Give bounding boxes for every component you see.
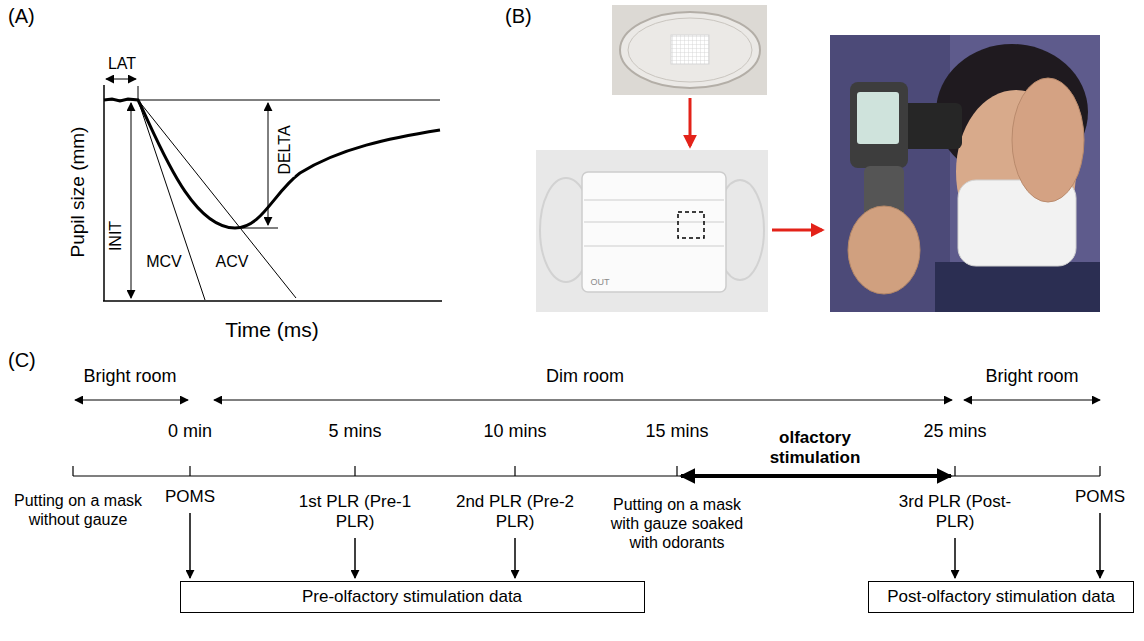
- data-box: Post-olfactory stimulation data: [868, 581, 1134, 613]
- room-span-arrow: [964, 400, 1100, 401]
- time-tick: [954, 466, 955, 476]
- room-span-arrow: [214, 400, 952, 401]
- step-label: POMS: [165, 487, 215, 507]
- measure-label: LAT: [108, 54, 136, 73]
- data-arrow: [514, 538, 516, 578]
- red-arrow: [689, 98, 692, 146]
- time-axis: [73, 475, 1100, 476]
- data-arrow: [954, 538, 956, 578]
- gauze: [671, 35, 709, 64]
- holding-hand: [848, 206, 920, 294]
- room-span-arrow: [75, 400, 188, 401]
- time-mark: 0 min: [168, 421, 212, 443]
- time-tick: [676, 466, 677, 476]
- init-arrow: [131, 103, 132, 298]
- box-text: Pre-olfactory stimulation data: [302, 587, 522, 607]
- measure-label: INIT: [106, 219, 125, 253]
- mask-pleat: [584, 245, 724, 247]
- timeline: [73, 400, 1100, 578]
- time-mark: 5 mins: [328, 421, 381, 443]
- petri-dish-photo: [612, 5, 767, 95]
- pupillometer-body: [850, 82, 908, 168]
- latency-arrow: [106, 79, 136, 80]
- data-box: Pre-olfactory stimulation data: [180, 581, 645, 613]
- time-tick: [72, 466, 73, 476]
- time-tick: [514, 466, 515, 476]
- measurement-photo: [830, 35, 1100, 312]
- latency-tick: [138, 86, 139, 100]
- panel-letter: (B): [505, 4, 532, 28]
- photo-ground: [612, 5, 767, 95]
- panel-letter: (C): [8, 348, 36, 372]
- petri-dish: [620, 12, 760, 88]
- acv-line: [138, 100, 296, 298]
- step-label: POMS: [1075, 487, 1125, 507]
- stimulation-span-arrow: [681, 474, 951, 478]
- time-mark: 15 mins: [645, 421, 708, 443]
- axis-title: Pupil size (mm): [67, 127, 90, 258]
- box-text: Post-olfactory stimulation data: [887, 587, 1115, 607]
- room-label: Bright room: [985, 366, 1078, 388]
- photo-ground: [536, 150, 768, 312]
- x-axis: [103, 300, 442, 302]
- plr-plot: [103, 79, 442, 301]
- measure-label: MCV: [144, 252, 184, 271]
- step-label: 3rd PLR (Post-PLR): [895, 492, 1015, 533]
- y-axis: [103, 85, 105, 301]
- panel-letter: (A): [8, 4, 35, 28]
- gauze-position-box: [678, 212, 704, 238]
- mask-pleat: [584, 199, 724, 201]
- data-arrow: [189, 513, 191, 578]
- pupillometer-screen: [857, 92, 899, 144]
- time-tick: [1099, 466, 1100, 476]
- red-arrow: [772, 229, 822, 232]
- shirt: [935, 262, 1100, 312]
- data-arrow: [354, 538, 356, 578]
- step-label: Putting on a mask with gauze soaked with…: [597, 495, 757, 553]
- room-label: Dim room: [546, 366, 624, 388]
- stimulation-label: olfactory stimulation: [759, 428, 871, 469]
- pupil-curve: [104, 99, 440, 228]
- photo-shade: [830, 35, 950, 312]
- time-tick: [189, 466, 190, 476]
- time-mark: 25 mins: [923, 421, 986, 443]
- room-label: Bright room: [83, 366, 176, 388]
- data-arrow: [1099, 513, 1101, 578]
- time-mark: 10 mins: [483, 421, 546, 443]
- step-label: 2nd PLR (Pre-2 PLR): [455, 492, 575, 533]
- photo-ground: [830, 35, 1100, 312]
- hand-over-eye: [1012, 78, 1084, 202]
- petri-dish-rim: [628, 18, 752, 82]
- mcv-tangent: [138, 100, 205, 300]
- axis-title: Time (ms): [225, 317, 319, 342]
- measure-label: DELTA: [275, 123, 294, 176]
- time-tick: [354, 466, 355, 476]
- mask-print: OUT: [591, 277, 610, 288]
- step-label: Putting on a mask without gauze: [8, 491, 148, 529]
- face-mask: [582, 172, 726, 292]
- measure-label: ACV: [214, 252, 251, 271]
- mask-pleat: [584, 221, 724, 223]
- step-label: 1st PLR (Pre-1 PLR): [295, 492, 415, 533]
- baseline: [104, 100, 440, 101]
- mask-photo: [536, 150, 768, 312]
- gauze-texture: [671, 35, 709, 64]
